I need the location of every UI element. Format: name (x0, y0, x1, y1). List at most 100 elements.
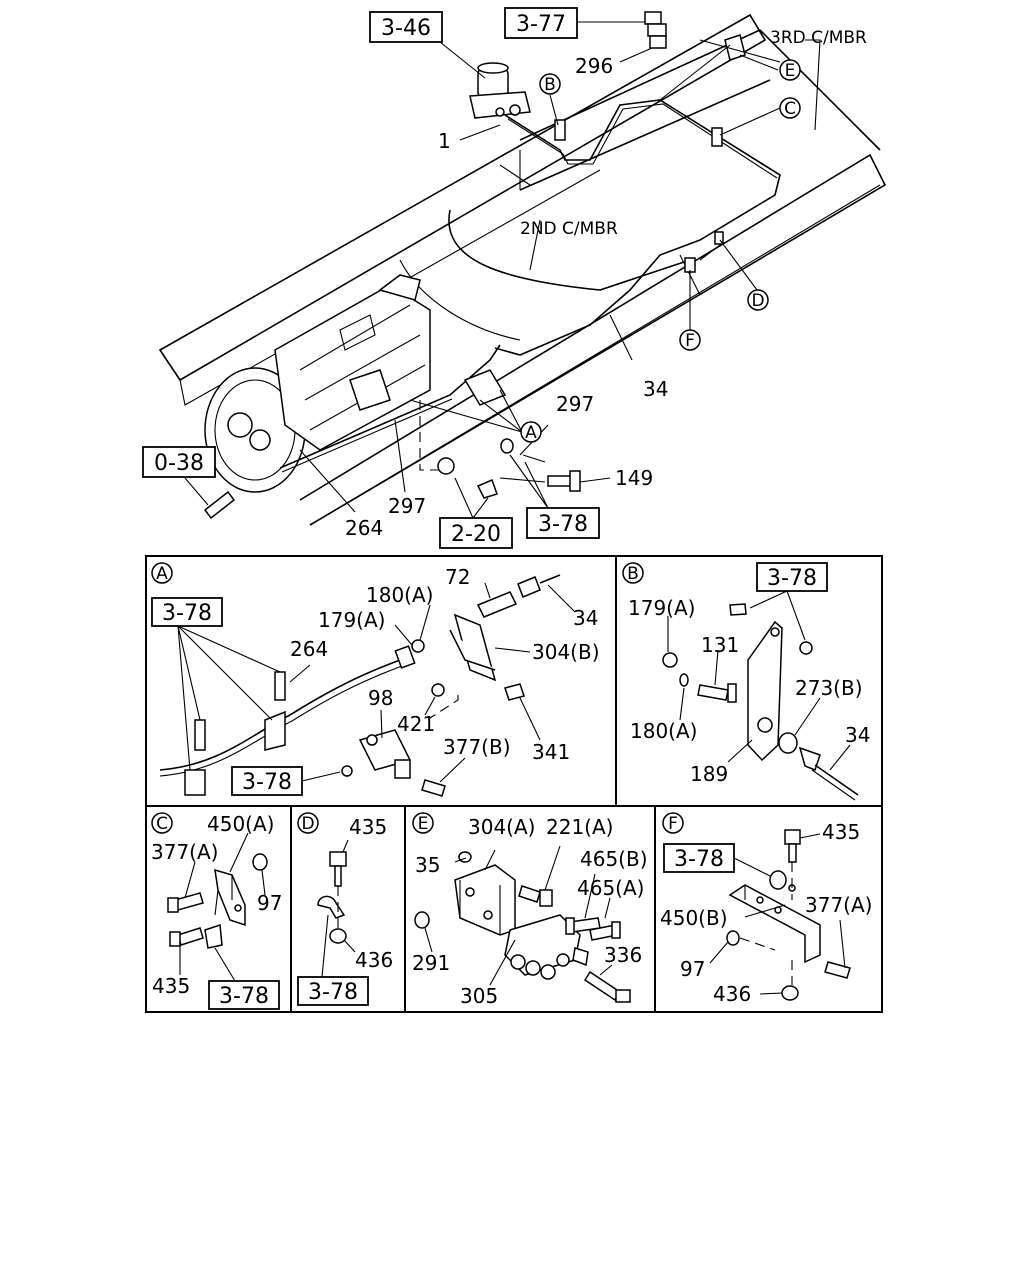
callout-c[interactable]: C (779, 97, 801, 119)
detail-d: D 3-78 435 436 (297, 812, 393, 1006)
svg-text:3-78: 3-78 (219, 984, 269, 1009)
detail-f-label-436: 436 (713, 982, 751, 1006)
detail-a-label-421: 421 (397, 712, 435, 736)
detail-c-letter: C (151, 812, 173, 834)
svg-text:D: D (301, 814, 314, 834)
svg-text:3-78: 3-78 (308, 980, 358, 1005)
detail-b-label-179a: 179(A) (628, 596, 695, 620)
ref-box-0-38[interactable]: 0-38 (142, 446, 216, 478)
cross-member-3rd (519, 29, 881, 191)
svg-text:3-78: 3-78 (162, 601, 212, 626)
air-dryer-valve (469, 62, 531, 119)
detail-c-label-97: 97 (257, 891, 282, 915)
ref-box-3-78[interactable]: 3-78 (526, 507, 600, 539)
detail-grid (145, 555, 883, 1013)
detail-a-label-72: 72 (445, 565, 470, 589)
member-label-3rd: 3RD C/MBR (770, 28, 867, 48)
svg-text:F: F (668, 814, 678, 834)
detail-e-label-465a: 465(A) (577, 876, 644, 900)
detail-a-label-341: 341 (532, 740, 570, 764)
detail-e-label-221a: 221(A) (546, 815, 613, 839)
svg-text:B: B (544, 75, 556, 95)
detail-c-label-435: 435 (152, 974, 190, 998)
svg-text:E: E (785, 61, 796, 81)
part-label-296: 296 (575, 54, 613, 78)
ref-box-3-77[interactable]: 3-77 (504, 7, 578, 39)
part-label-34: 34 (643, 377, 668, 401)
main-assembly-view: 3-46 3-77 0-38 2-20 3-78 (142, 7, 887, 549)
detail-d-label-435: 435 (349, 815, 387, 839)
callout-d[interactable]: D (747, 289, 769, 311)
detail-d-ref-box[interactable]: 3-78 (297, 976, 369, 1006)
detail-e-label-465b: 465(B) (580, 847, 648, 871)
ref-box-2-20[interactable]: 2-20 (439, 517, 513, 549)
detail-a-label-34: 34 (573, 606, 598, 630)
detail-b-ref-box[interactable]: 3-78 (756, 562, 828, 592)
member-label-2nd: 2ND C/MBR (520, 219, 618, 239)
detail-b-letter: B (622, 562, 644, 584)
detail-c-ref-box[interactable]: 3-78 (208, 980, 280, 1010)
detail-a-ref-box-top[interactable]: 3-78 (151, 597, 223, 627)
detail-e-label-305: 305 (460, 984, 498, 1008)
svg-text:E: E (418, 814, 429, 834)
detail-b-label-189: 189 (690, 762, 728, 786)
frame-rail-far (158, 13, 767, 382)
part-label-297-left: 297 (388, 494, 426, 518)
detail-f: F 3-78 435 450(B) 377(A) 97 (660, 812, 872, 1006)
detail-e-letter: E (412, 812, 434, 834)
detail-e-label-336: 336 (604, 943, 642, 967)
detail-d-label-436: 436 (355, 948, 393, 972)
detail-f-ref-box[interactable]: 3-78 (663, 843, 735, 873)
detail-d-letter: D (297, 812, 319, 834)
part-label-264: 264 (345, 516, 383, 540)
detail-a-letter: A (151, 562, 173, 584)
pipe-fitting-296 (644, 11, 667, 49)
detail-b-label-131: 131 (701, 633, 739, 657)
detail-c: C 3-78 450(A) 377(A) 97 435 (151, 812, 282, 1010)
detail-b-label-180a: 180(A) (630, 719, 697, 743)
part-label-1: 1 (438, 129, 451, 153)
callout-b[interactable]: B (539, 73, 561, 95)
detail-a-label-98: 98 (368, 686, 393, 710)
callout-a[interactable]: A (520, 421, 542, 443)
svg-text:C: C (784, 99, 796, 119)
detail-c-label-450a: 450(A) (207, 812, 274, 836)
svg-text:3-78: 3-78 (242, 770, 292, 795)
transmission (204, 274, 431, 493)
ref-box-3-46[interactable]: 3-46 (369, 11, 443, 43)
brake-pipe-34 (494, 99, 781, 356)
detail-a-label-179a: 179(A) (318, 608, 385, 632)
svg-text:3-78: 3-78 (538, 512, 588, 537)
detail-c-label-377a: 377(A) (151, 840, 218, 864)
detail-f-label-450b: 450(B) (660, 906, 728, 930)
detail-a-label-377b: 377(B) (443, 735, 511, 759)
svg-text:3-78: 3-78 (674, 847, 724, 872)
detail-a-label-304b: 304(B) (532, 640, 600, 664)
detail-b: B 3-78 179(A) 131 273(B) 1 (622, 562, 870, 801)
cross-member-2nd (448, 209, 691, 291)
svg-text:2-20: 2-20 (451, 522, 501, 547)
detail-f-label-97: 97 (680, 957, 705, 981)
svg-text:B: B (627, 564, 639, 584)
svg-text:A: A (156, 564, 168, 584)
detail-a-ref-box-bottom[interactable]: 3-78 (231, 766, 303, 796)
detail-e-label-291: 291 (412, 951, 450, 975)
detail-e: E 304(A) 221 (412, 812, 648, 1008)
svg-text:3-77: 3-77 (516, 12, 566, 37)
detail-a-label-180a: 180(A) (366, 583, 433, 607)
detail-f-label-377a: 377(A) (805, 893, 872, 917)
part-label-297-right: 297 (556, 392, 594, 416)
detail-f-label-435: 435 (822, 820, 860, 844)
svg-text:3-78: 3-78 (767, 566, 817, 591)
svg-text:3-46: 3-46 (381, 16, 431, 41)
svg-text:D: D (751, 291, 764, 311)
callout-e[interactable]: E (779, 59, 801, 81)
svg-text:C: C (156, 814, 168, 834)
detail-e-label-35: 35 (415, 853, 440, 877)
part-label-149: 149 (615, 466, 653, 490)
detail-b-label-273b: 273(B) (795, 676, 863, 700)
detail-f-letter: F (662, 812, 684, 834)
svg-text:F: F (685, 331, 695, 351)
callout-f[interactable]: F (679, 329, 701, 351)
